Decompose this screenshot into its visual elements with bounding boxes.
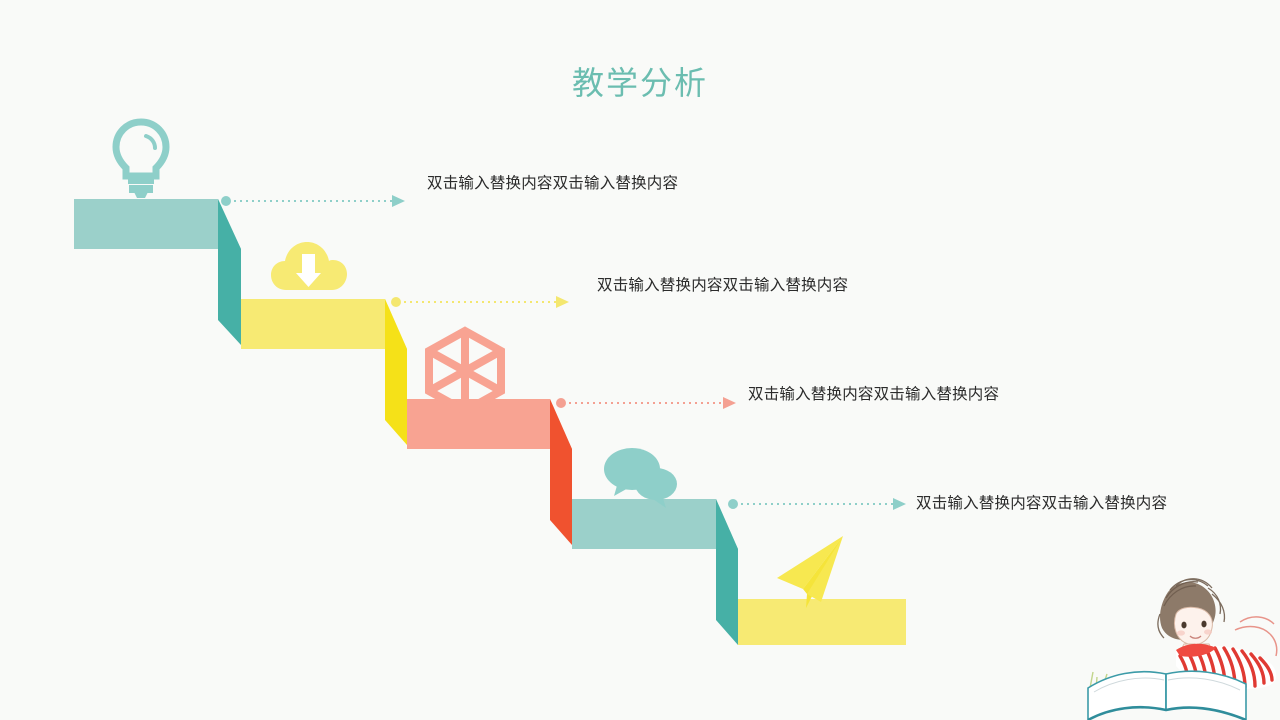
step-text-4: 双击输入替换内容双击输入替换内容 — [916, 495, 1168, 512]
connector-arrow-4 — [728, 498, 906, 510]
cube-outline-icon — [425, 326, 505, 416]
step-block-4[interactable] — [572, 499, 738, 645]
step-3-top-face — [407, 399, 572, 449]
step-text-3: 双击输入替换内容双击输入替换内容 — [748, 386, 1000, 403]
step-block-5[interactable] — [738, 599, 906, 645]
connector-arrow-3 — [556, 397, 736, 409]
connector-arrow-1 — [221, 195, 405, 207]
step-3-side-face — [550, 399, 572, 545]
speech-bubbles-icon — [604, 448, 677, 508]
step-1-side-face — [218, 199, 241, 345]
step-text-1: 双击输入替换内容双击输入替换内容 — [427, 175, 679, 192]
step-block-3[interactable] — [407, 399, 572, 545]
step-block-1[interactable] — [74, 199, 241, 345]
step-2-side-face — [385, 299, 407, 445]
step-1-top-face — [74, 199, 241, 249]
paper-plane-icon — [777, 536, 843, 608]
step-block-2[interactable] — [241, 299, 407, 445]
page-title: 教学分析 — [571, 65, 708, 101]
step-4-top-face — [572, 499, 738, 549]
step-4-side-face — [716, 499, 738, 645]
step-2-top-face — [241, 299, 407, 349]
lightbulb-icon — [112, 118, 170, 198]
connector-arrow-2 — [391, 296, 569, 308]
step-5-top-face — [738, 599, 906, 645]
step-text-2: 双击输入替换内容双击输入替换内容 — [597, 277, 849, 294]
cloud-download-icon — [271, 242, 347, 290]
